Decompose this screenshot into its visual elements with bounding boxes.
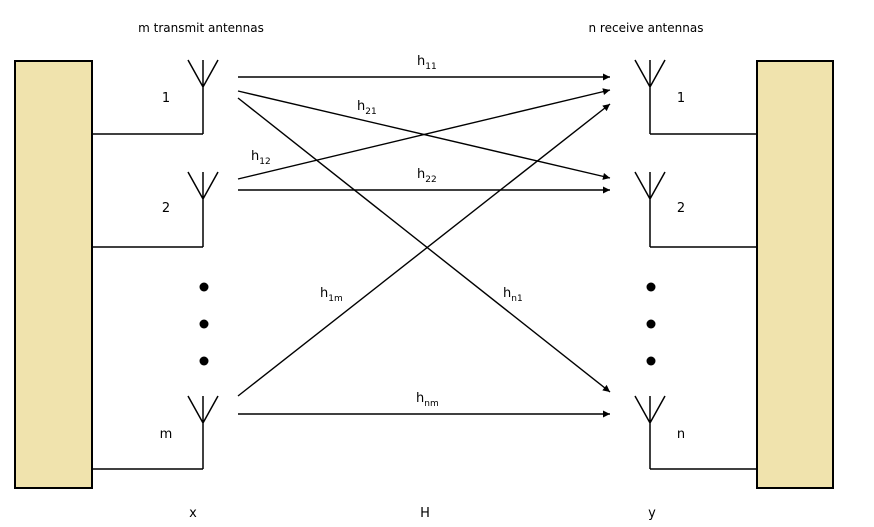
receive-label-n: n bbox=[677, 427, 685, 442]
transmit-ellipsis-dots bbox=[199, 282, 209, 366]
input-vector-label: x bbox=[189, 506, 197, 521]
transmit-antenna-m bbox=[92, 395, 219, 470]
channel-arrow-h12 bbox=[237, 88, 611, 180]
receiver-box bbox=[756, 60, 834, 489]
channel-label-h1m: h1m bbox=[320, 286, 343, 304]
transmit-label-m: m bbox=[160, 427, 173, 442]
receive-antenna-n bbox=[634, 395, 757, 470]
channel-label-h22: h22 bbox=[417, 167, 437, 185]
receive-label-2: 2 bbox=[677, 201, 685, 216]
receive-ellipsis-dots bbox=[646, 282, 656, 366]
transmit-antenna-1 bbox=[92, 59, 219, 135]
channel-label-h21: h21 bbox=[357, 99, 377, 117]
transmit-title: m transmit antennas bbox=[138, 21, 264, 35]
channel-label-h12: h12 bbox=[251, 149, 271, 167]
receive-antenna-1 bbox=[634, 59, 757, 135]
channel-matrix-label: H bbox=[420, 506, 430, 521]
transmit-label-1: 1 bbox=[162, 91, 170, 106]
receive-label-1: 1 bbox=[677, 91, 685, 106]
transmit-label-2: 2 bbox=[162, 201, 170, 216]
output-vector-label: y bbox=[648, 506, 656, 521]
receive-title: n receive antennas bbox=[589, 21, 704, 35]
channel-arrow-h1m bbox=[237, 103, 611, 397]
channel-label-hn1: hn1 bbox=[503, 286, 523, 304]
transmit-antenna-2 bbox=[92, 171, 219, 248]
transmitter-box bbox=[14, 60, 93, 489]
channel-label-hnm: hnm bbox=[416, 391, 439, 409]
receive-antenna-2 bbox=[634, 171, 757, 248]
channel-arrow-hn1 bbox=[237, 97, 611, 393]
channel-label-h11: h11 bbox=[417, 54, 437, 72]
